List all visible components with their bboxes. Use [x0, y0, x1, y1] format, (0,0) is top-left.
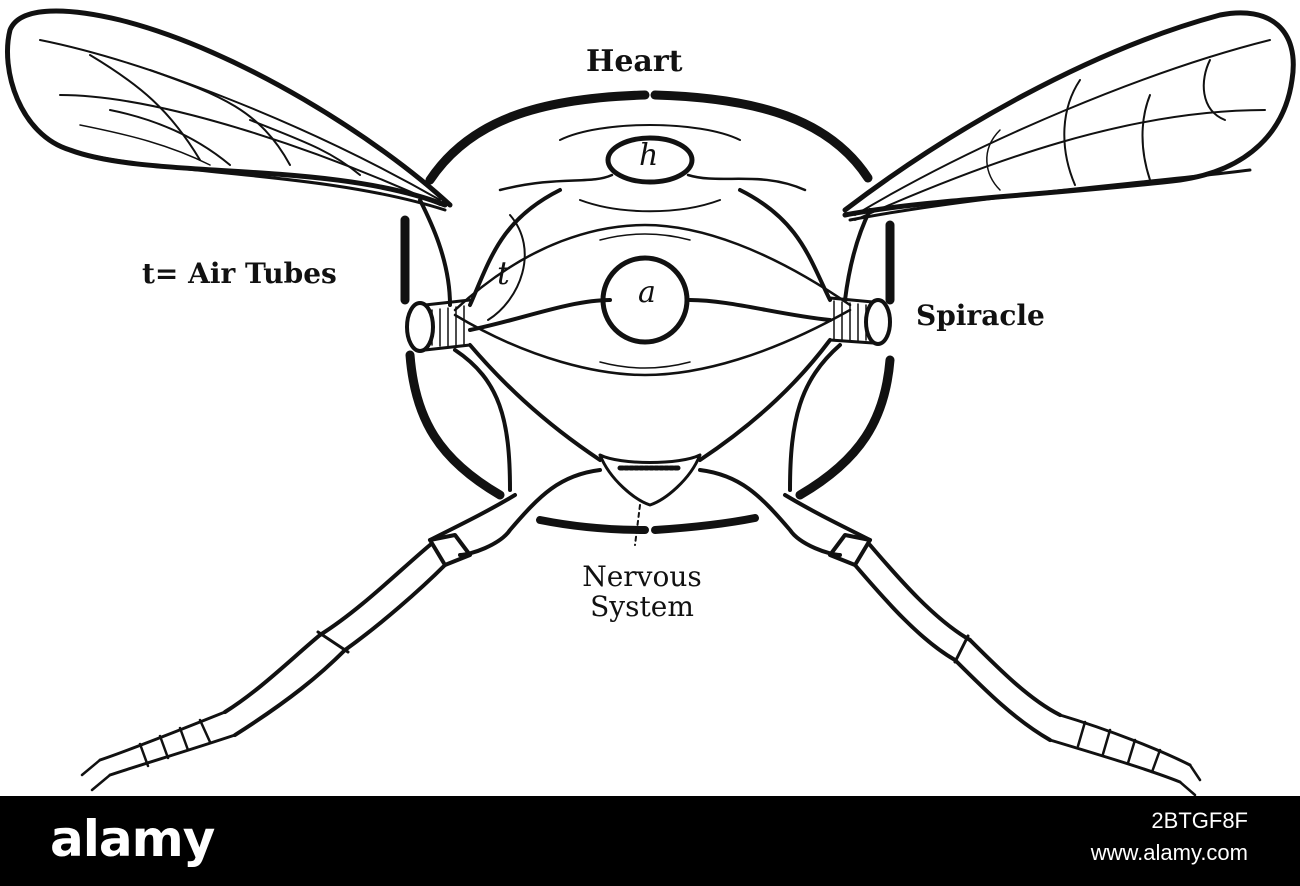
heart-label: Heart — [586, 44, 683, 79]
watermark-image-id: 2BTGF8F — [1151, 808, 1248, 833]
right-leg — [698, 468, 1202, 796]
right-air-tubes — [688, 188, 892, 492]
left-wing — [5, 8, 453, 212]
heart-vessel-letter: h — [639, 138, 659, 173]
nervous-system-label-line2: System — [590, 590, 694, 623]
left-air-tubes — [405, 188, 612, 492]
nerve-cord — [598, 453, 702, 546]
left-leg — [80, 468, 602, 792]
nervous-system-label: Nervous System — [572, 562, 712, 622]
alimentary-canal-letter: a — [638, 275, 656, 310]
air-tube-letter: t — [497, 254, 510, 292]
right-wing — [842, 10, 1296, 222]
insect-cross-section-diagram — [5, 8, 1296, 796]
heart-vessel — [498, 124, 807, 213]
watermark-footer: alamy 2BTGF8F www.alamy.com — [0, 796, 1300, 886]
body-wall — [400, 90, 895, 534]
nervous-system-label-line1: Nervous — [582, 560, 702, 593]
watermark-brand: alamy — [50, 810, 215, 868]
spiracle-label: Spiracle — [916, 299, 1045, 332]
air-tubes-label: t= Air Tubes — [142, 257, 337, 290]
watermark-url: www.alamy.com — [1090, 840, 1248, 865]
